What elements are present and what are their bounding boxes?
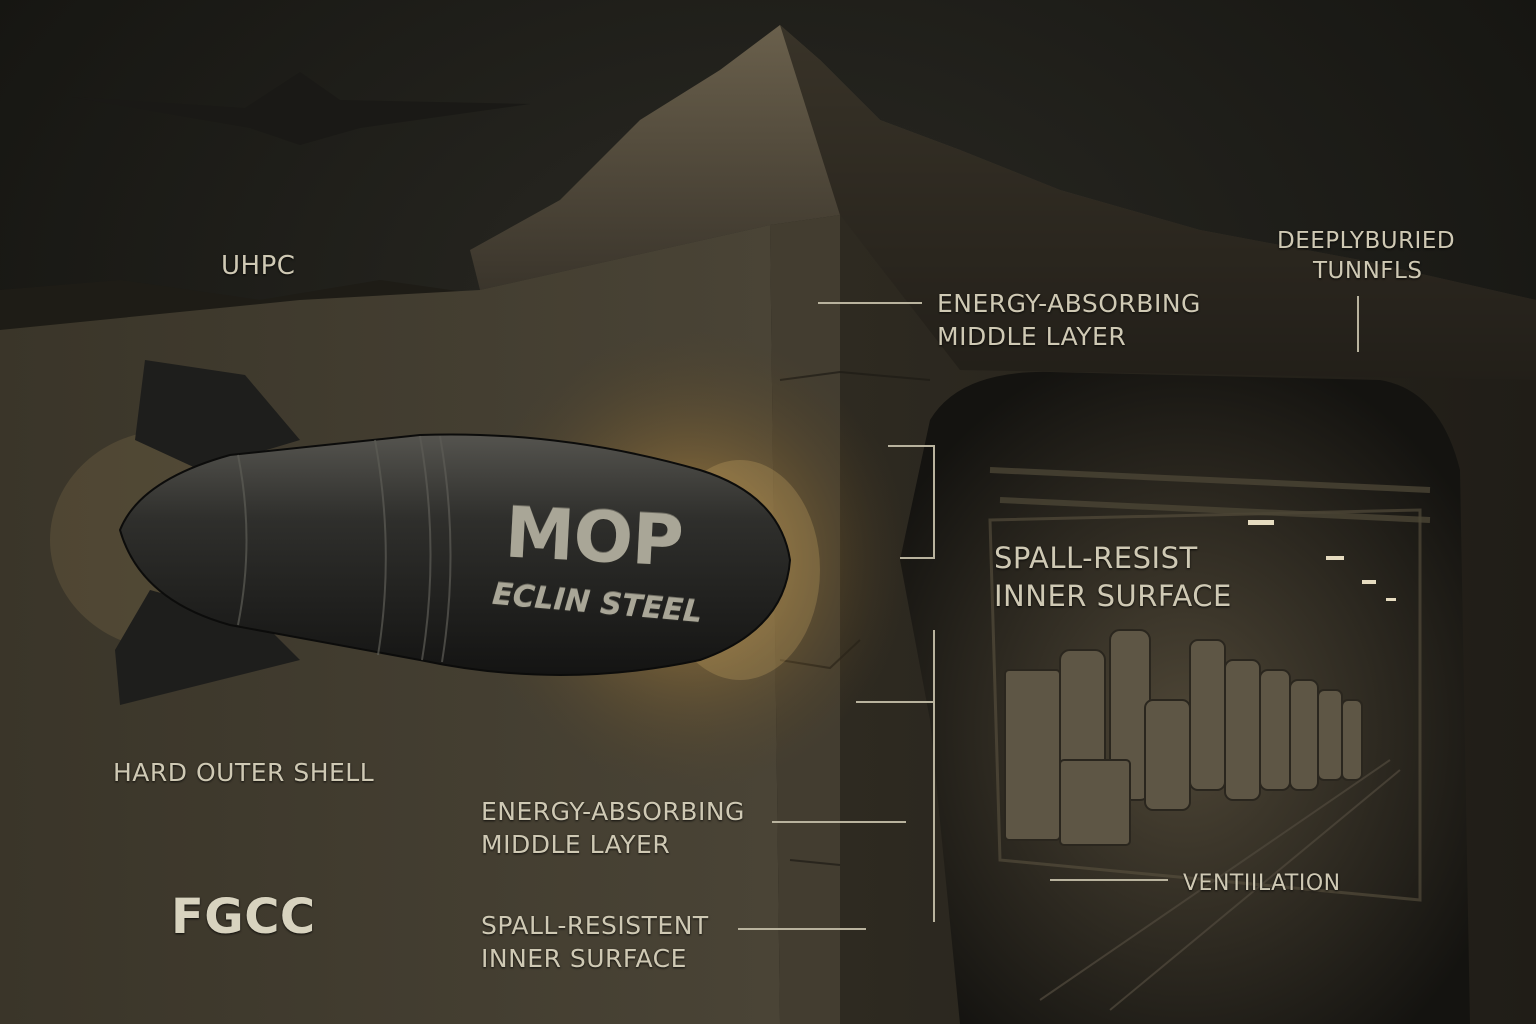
label-deeply-line1: DEEPLYBURIED	[1277, 228, 1456, 254]
label-energy-bottom-line1: ENERGY-ABSORBING	[481, 797, 745, 826]
ceiling-lights	[1248, 520, 1396, 601]
tunnel-rails	[1039, 759, 1401, 1011]
bomb-icon	[118, 433, 792, 676]
label-spall-resistent: SPALL-RESISTENT INNER SURFACE	[481, 910, 709, 975]
label-spall-resistent-line1: SPALL-RESISTENT	[481, 911, 709, 940]
tunnel-equipment	[1004, 629, 1363, 846]
label-spall-resist-line2: INNER SURFACE	[994, 578, 1232, 613]
leader-lines	[738, 296, 1359, 930]
bomb-seams	[237, 435, 452, 663]
label-energy-top-line1: ENERGY-ABSORBING	[937, 289, 1201, 318]
label-spall-resist-line1: SPALL-RESIST	[994, 541, 1198, 575]
bomb-fin-top	[135, 360, 300, 470]
mountain-shadow	[780, 25, 1536, 380]
label-energy-bottom-line2: MIDDLE LAYER	[481, 829, 671, 859]
label-spall-resist: SPALL-RESIST INNER SURFACE	[994, 540, 1232, 615]
label-hard-outer-shell: HARD OUTER SHELL	[113, 758, 375, 787]
bomb-name: MOP	[502, 491, 685, 583]
label-uhpc: UHPC	[221, 251, 296, 281]
label-energy-bottom: ENERGY-ABSORBING MIDDLE LAYER	[481, 796, 745, 861]
label-ventilation: VENTIILATION	[1183, 871, 1341, 896]
label-energy-top-line2: MIDDLE LAYER	[937, 321, 1127, 351]
label-deeply-buried: DEEPLYBURIED TUNNFLS	[1277, 227, 1455, 287]
stealth-bomber-icon	[72, 72, 530, 145]
label-spall-resistent-line2: INNER SURFACE	[481, 943, 687, 973]
ceiling-pipes	[989, 467, 1431, 523]
tunnel-icon	[900, 371, 1470, 1024]
label-energy-top: ENERGY-ABSORBING MIDDLE LAYER	[937, 288, 1201, 353]
label-fgcc: FGCC	[171, 889, 316, 945]
label-deeply-line2: TUNNFLS	[1313, 257, 1423, 284]
